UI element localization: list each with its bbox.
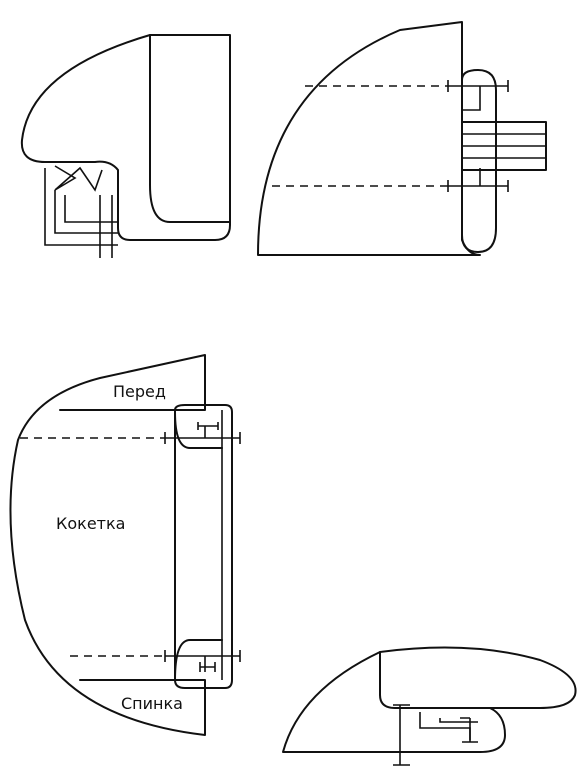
stitch-mark-upper xyxy=(164,422,241,444)
figure-top-right xyxy=(257,21,547,256)
mound-layer xyxy=(419,712,471,740)
mound-fold xyxy=(379,694,491,709)
figure-yoke: Перед Кокетка Спинка xyxy=(9,354,241,736)
upper-fold xyxy=(174,411,223,449)
stitch-mark-top xyxy=(447,80,509,111)
mound-stitch xyxy=(393,704,478,766)
stitch-frame-outer xyxy=(44,168,118,246)
zigzag-stitch xyxy=(54,165,103,192)
label-back: Спинка xyxy=(121,694,183,713)
label-yoke: Кокетка xyxy=(56,514,125,533)
stitch-frame-mid xyxy=(64,195,118,223)
fold-band xyxy=(174,404,233,689)
tape-loop xyxy=(461,69,497,253)
yoke-outline xyxy=(9,354,206,736)
fabric-outline xyxy=(20,34,231,241)
figure-bottom-right xyxy=(282,646,577,766)
stitch-frame-inner xyxy=(54,190,118,234)
label-front: Перед xyxy=(113,382,166,401)
stitch-mark-lower xyxy=(164,650,241,672)
figure-top-left xyxy=(20,34,231,258)
mound-outline xyxy=(282,646,577,753)
dome-outline xyxy=(257,21,481,256)
fold-curl xyxy=(149,184,231,223)
stitch-mark-bottom xyxy=(447,168,509,192)
lower-fold xyxy=(174,639,223,681)
